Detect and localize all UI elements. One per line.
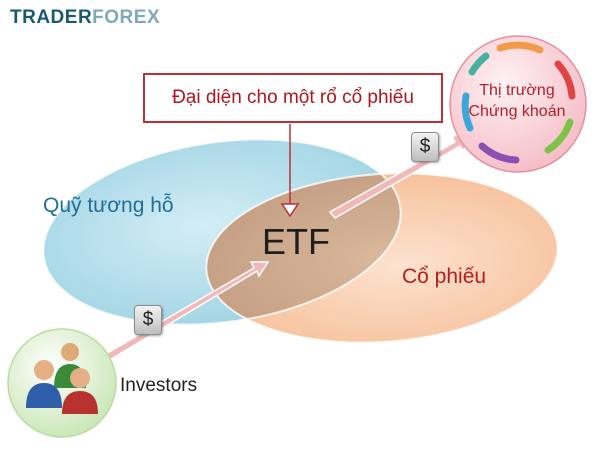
- investors-label: Investors: [120, 375, 198, 396]
- market-circle: [449, 35, 587, 173]
- dollar-badge-market: $: [411, 132, 439, 162]
- logo-part-trader: TRADER: [10, 7, 93, 28]
- callout-pointer-arrow: [280, 203, 300, 218]
- cycle-arrows-icon: [461, 41, 576, 164]
- etf-label: ETF: [262, 221, 330, 262]
- people-icon: [26, 343, 98, 414]
- market-label-line1: Thị trường: [479, 82, 555, 99]
- mutual-fund-label: Quỹ tương hỗ: [43, 194, 174, 217]
- logo-part-forex: FOREX: [92, 7, 161, 28]
- callout-text: Đại diện cho một rổ cổ phiếu: [172, 87, 414, 108]
- investors-to-etf-arrow: [102, 261, 270, 363]
- market-label-line2: Chứng khoán: [468, 103, 566, 120]
- stocks-label: Cổ phiếu: [402, 265, 487, 288]
- basket-callout: Đại diện cho một rổ cổ phiếu: [143, 73, 443, 123]
- stock-market-label: Thị trường Chứng khoán: [458, 80, 576, 122]
- brand-logo: TRADERFOREX: [10, 7, 160, 29]
- dollar-badge-investors: $: [134, 305, 162, 335]
